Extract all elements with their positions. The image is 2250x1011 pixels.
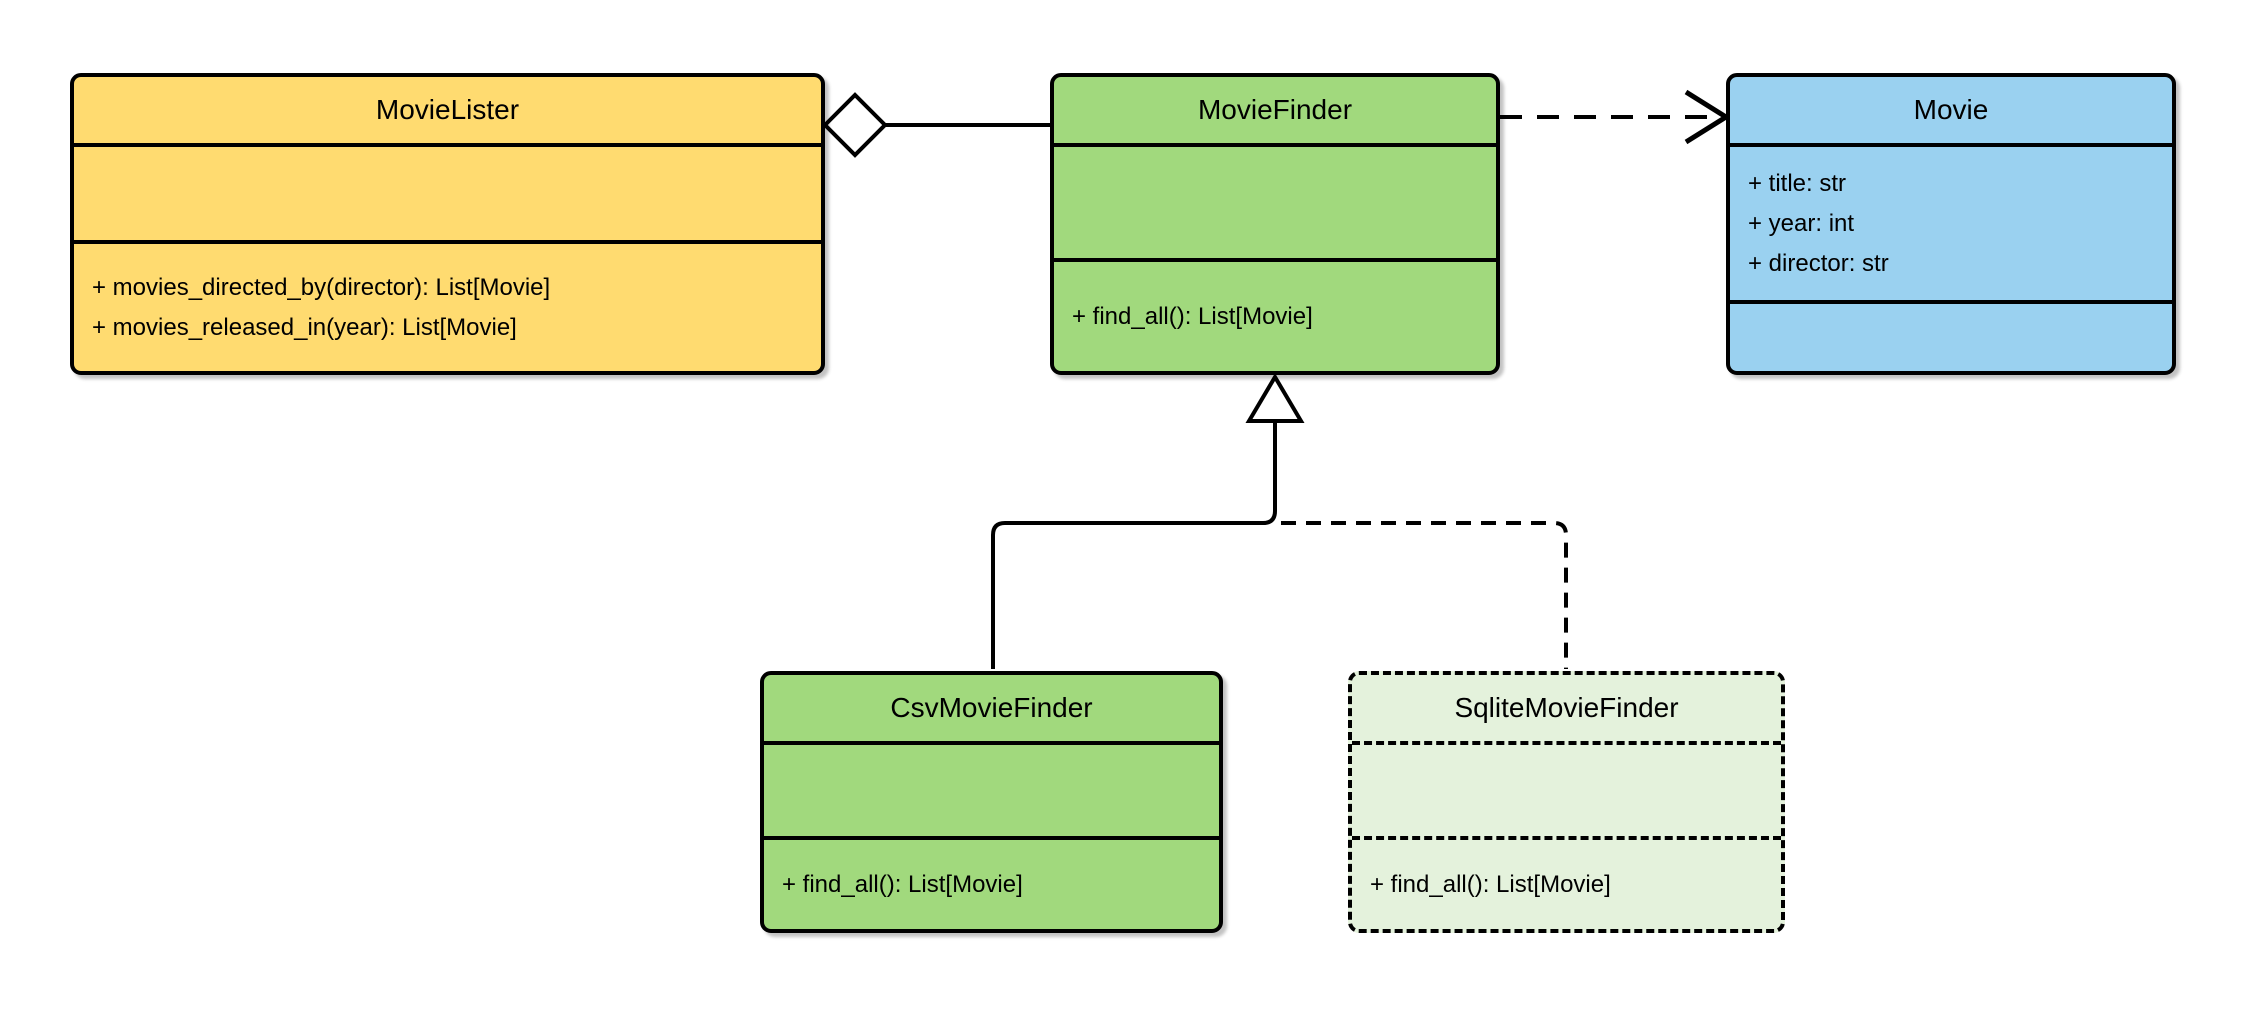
class-attributes-section: + title: str + year: int + director: str: [1730, 143, 2172, 300]
class-attribute: + director: str: [1748, 249, 1889, 277]
class-title: Movie: [1913, 94, 1989, 125]
inheritance-triangle: [1245, 373, 1305, 423]
class-attribute: + title: str: [1748, 169, 1847, 197]
aggregation-diamond: [822, 92, 888, 158]
class-method: + movies_released_in(year): List[Movie]: [92, 313, 517, 341]
class-box-sqlitemoviefinder[interactable]: SqliteMovieFinder + find_all(): List[Mov…: [1348, 671, 1785, 933]
class-methods-section: + find_all(): List[Movie]: [1054, 258, 1496, 371]
inheritance-edge-sqlite: [1281, 521, 1568, 669]
inheritance-edge-csv: [991, 421, 1277, 669]
class-attributes-section: [1054, 143, 1496, 258]
class-title: CsvMovieFinder: [890, 692, 1093, 723]
class-box-csvmoviefinder[interactable]: CsvMovieFinder + find_all(): List[Movie]: [760, 671, 1223, 933]
class-box-moviefinder[interactable]: MovieFinder + find_all(): List[Movie]: [1050, 73, 1500, 375]
class-method: + find_all(): List[Movie]: [1072, 302, 1313, 330]
class-title: MovieFinder: [1197, 94, 1353, 125]
class-box-movie[interactable]: Movie + title: str + year: int + directo…: [1726, 73, 2176, 375]
class-box-movielister[interactable]: MovieLister + movies_directed_by(directo…: [70, 73, 825, 375]
class-attributes-section: [1352, 741, 1781, 836]
class-title: MovieLister: [375, 94, 520, 125]
class-methods-section: [1730, 300, 2172, 371]
class-methods-section: + find_all(): List[Movie]: [1352, 836, 1781, 929]
class-methods-section: + find_all(): List[Movie]: [764, 836, 1219, 929]
class-methods-section: + movies_directed_by(director): List[Mov…: [74, 240, 821, 371]
class-attributes-section: [764, 741, 1219, 836]
class-title: SqliteMovieFinder: [1454, 692, 1679, 723]
class-method: + movies_directed_by(director): List[Mov…: [92, 273, 551, 301]
class-method: + find_all(): List[Movie]: [782, 870, 1023, 898]
class-method: + find_all(): List[Movie]: [1370, 870, 1611, 898]
class-attributes-section: [74, 143, 821, 240]
class-attribute: + year: int: [1748, 209, 1855, 237]
